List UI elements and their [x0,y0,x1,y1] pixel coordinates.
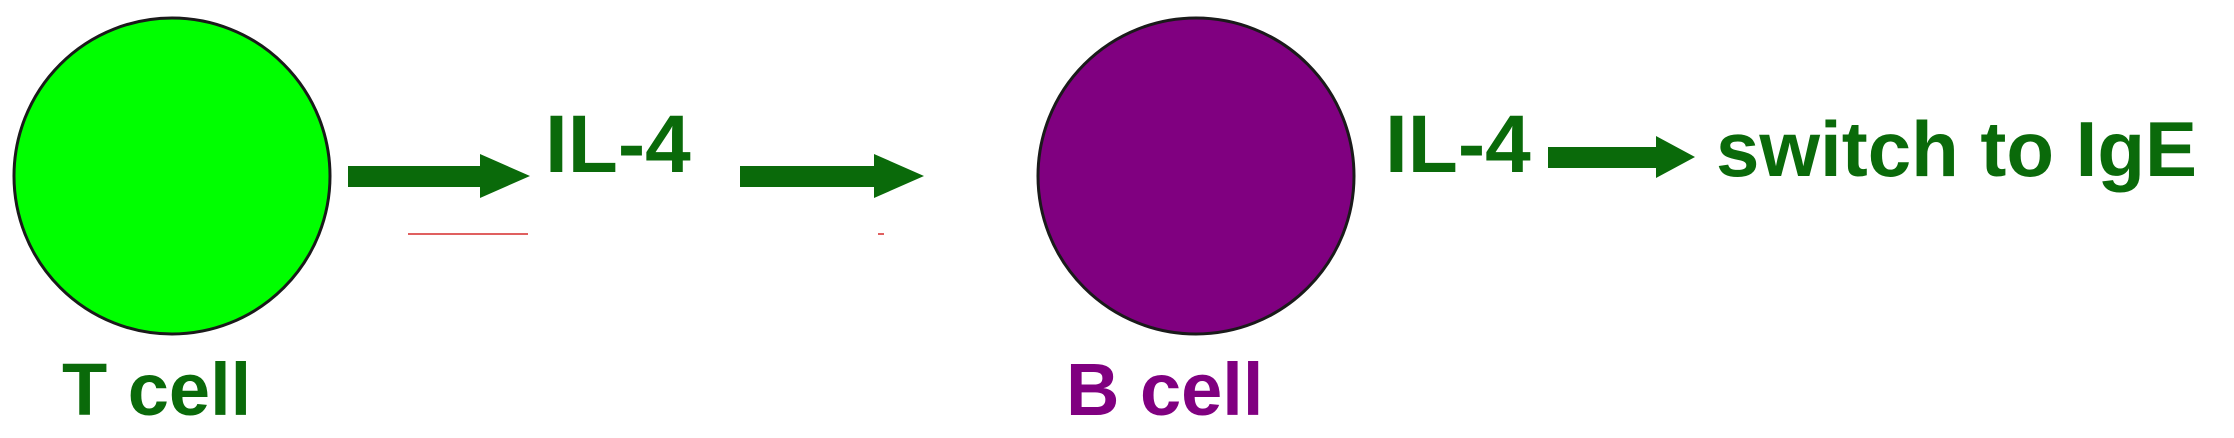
il4-label-first: IL-4 [545,99,691,190]
arrow-il4-to-bcell [740,154,924,198]
il4-label-second: IL-4 [1385,99,1531,190]
arrow-tcell-to-il4 [348,154,530,198]
t-cell-circle [12,16,332,336]
b-cell-label: B cell [1066,348,1263,431]
b-cell-circle [1036,16,1356,336]
arrow-il4-to-switch [1548,136,1695,178]
switch-to-ige-label: switch to IgE [1716,105,2197,193]
t-cell-label: T cell [62,348,251,431]
